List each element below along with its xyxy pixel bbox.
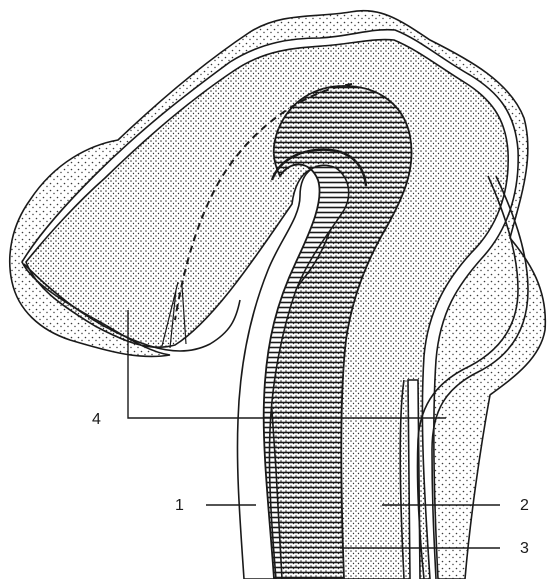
label-4: 4 — [92, 411, 101, 428]
label-1: 1 — [175, 497, 184, 514]
label-2: 2 — [520, 497, 529, 514]
label-3: 3 — [520, 540, 529, 557]
